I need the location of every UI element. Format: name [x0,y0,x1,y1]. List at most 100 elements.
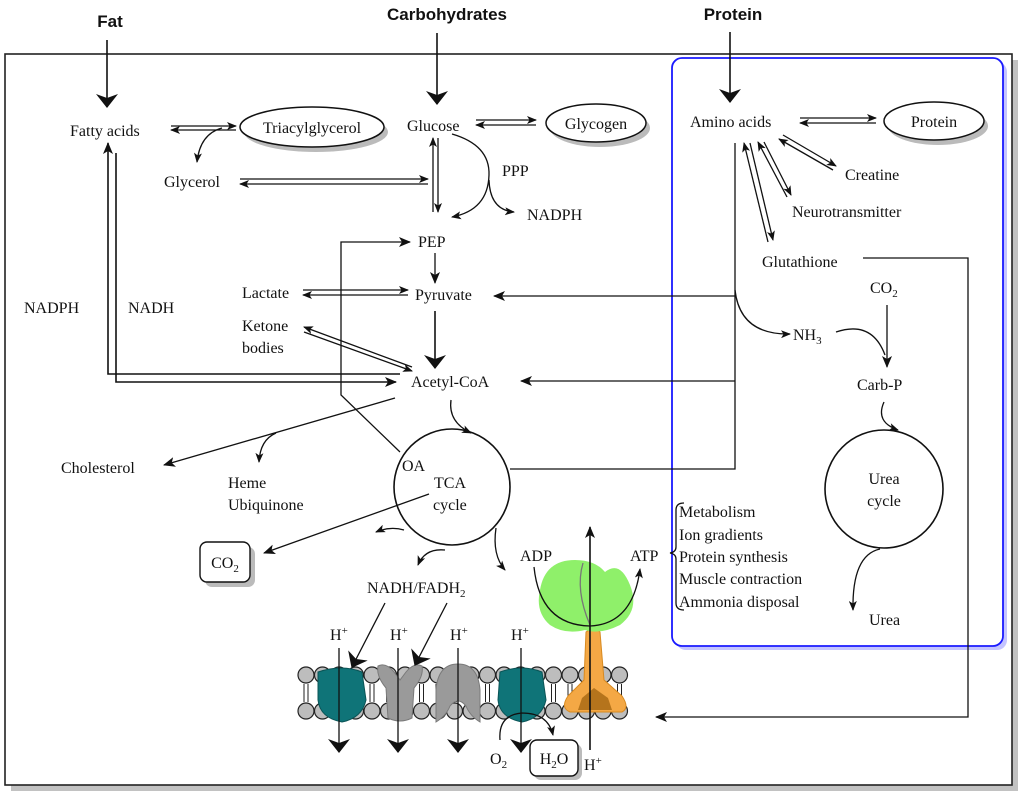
neurotransmitter-to-amino-acids-arrow [757,141,788,198]
cycle-label: cycle [433,497,467,514]
heme-label: Heme [228,475,266,492]
lipid-head [610,666,629,684]
h2o-label: H2O [540,751,569,771]
carb-p-label: Carb-P [857,377,902,394]
glycogen-label: Glycogen [565,116,627,133]
oa-to-pep-arrow [340,237,411,453]
triacylglycerol-node [239,106,385,148]
glutathione-to-amino-acids-arrow [742,142,769,243]
protein-node [883,101,985,141]
creatine-label: Creatine [845,167,899,184]
atp-use-metabolism: Metabolism [679,504,756,521]
lipid-head [561,666,579,684]
glutathione-to-membrane-arrow [655,257,969,722]
h-plus-label-4: H+ [511,625,529,644]
adp-label: ADP [520,548,552,565]
tca-to-atp-synthase-arrow [494,527,506,571]
nadph-carb-label: NADPH [527,207,583,224]
lipid-head [478,666,497,684]
amino-acids-to-creatine-arrow [782,134,837,167]
nadh-fadh2-label: NADH/FADH2 [367,580,466,600]
ketone-label: Ketone [242,318,288,335]
h-plus-label-2: H+ [390,625,408,644]
ubiquinone-label: Ubiquinone [228,497,304,514]
creatine-to-amino-acids-arrow [778,138,834,171]
atp-synthase-rotor-line [579,562,591,626]
bodies-label: bodies [242,340,284,357]
tca-cycle-circle [393,428,511,546]
nadph-fat-label: NADPH [24,300,80,317]
h-plus-label-3: H+ [450,625,468,644]
lactate-label: Lactate [242,285,289,302]
glycerol-label: Glycerol [164,174,221,191]
complex-i-icon [317,667,367,723]
atp-synthase-core-icon [578,688,612,710]
acetyl-coa-to-fatty-acids-line [103,142,400,375]
amino-acids-to-neurotransmitter-arrow [763,141,792,196]
h-plus-label-1: H+ [330,625,348,644]
protein-input-label: Protein [704,5,763,24]
atp-use-ammonia-disposal: Ammonia disposal [679,594,800,611]
fat-input-label: Fat [97,12,123,31]
ketone-to-acetyl-coa-arrow [303,331,413,372]
to-heme-ubiquinone-arrow [255,432,277,463]
pyruvate-label: Pyruvate [415,287,472,304]
tca-side-arrow [375,524,405,533]
fatty-acids-to-acetyl-coa-line [115,153,397,387]
lipid-head [297,702,315,720]
acetyl-coa-to-cholesterol-arrow [163,397,396,467]
fadh2-to-complex-iii-arrow [411,602,448,666]
atp-label: ATP [630,548,659,565]
fatty-acids-label: Fatty acids [70,123,140,140]
amino-acids-to-nh3-arrow [734,289,791,339]
urea-cycle-to-urea-arrow [848,548,881,611]
glycogen-node [545,103,647,143]
protein-box [671,57,1004,647]
tca-amino-acids-link [510,143,736,470]
amino-acids-label: Amino acids [690,114,771,131]
complex-iv-icon [497,667,547,723]
complex-iii-icon [377,664,423,722]
tag-to-glycerol-arrow [193,127,223,163]
carb-p-to-urea-cycle-arrow [880,401,899,431]
urea-cycle-label-line1: Urea [868,471,899,488]
h-plus-label-matrix: H+ [584,755,602,774]
h2o-box [529,739,579,777]
co2-urea-label: CO2 [870,280,898,300]
amino-acids-to-glutathione-arrow [749,142,775,241]
pep-label: PEP [418,234,446,251]
atp-use-muscle-contraction: Muscle contraction [679,571,802,588]
tca-to-co2-arrow [263,493,430,555]
urea-cycle-circle [824,429,944,549]
urea-label: Urea [869,612,900,629]
lipid-head [412,702,431,720]
nh3-label: NH3 [793,327,822,347]
neurotransmitter-label: Neurotransmitter [792,204,902,221]
acetyl-coa-to-ketone-arrow [303,326,413,368]
lipid-head [544,666,563,684]
acetyl-coa-label: Acetyl-CoA [411,374,490,391]
co2-box [199,541,251,583]
o2-label: O2 [490,751,507,771]
acetyl-coa-to-tca-arrow [450,399,472,434]
tca-label: TCA [434,475,466,492]
atp-synthase-f1-icon [538,560,634,632]
glucose-label: Glucose [407,118,459,135]
lipid-head [363,702,381,720]
ppp-to-nadph-arrow [488,179,515,216]
atp-use-protein-synthesis: Protein synthesis [679,549,788,566]
triacylglycerol-label: Triacylglycerol [263,120,362,137]
cholesterol-label: Cholesterol [61,460,135,477]
atp-use-ion-gradients: Ion gradients [679,527,763,544]
ppp-shunt-curve [451,133,490,220]
lipid-head [478,702,497,720]
o2-to-h2o-arc [499,712,555,741]
nh3-to-carb-p-arrow [835,328,886,356]
glutathione-label: Glutathione [762,254,838,271]
co2-tca-label: CO2 [211,555,239,575]
oa-label: OA [402,458,426,475]
carbohydrates-input-label: Carbohydrates [387,5,507,24]
atp-uses-brace [669,502,685,611]
tca-to-nadh-arrow [417,549,446,566]
